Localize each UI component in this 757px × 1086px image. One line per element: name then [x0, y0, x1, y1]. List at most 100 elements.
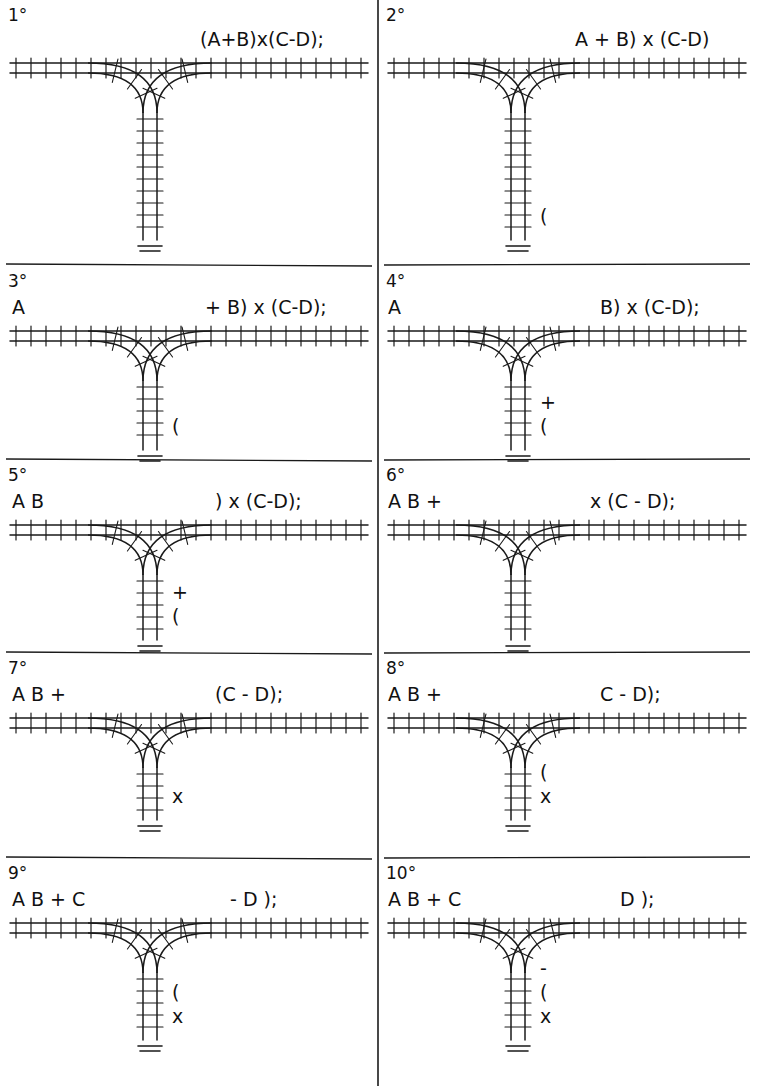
rail-tie [225, 520, 226, 540]
rail-tie [663, 918, 664, 938]
rail-tie [137, 773, 163, 774]
rail-tie [127, 930, 141, 949]
rail-tie [137, 190, 163, 191]
rail-tie [438, 520, 439, 540]
buffer-stop [506, 825, 530, 827]
rail-tie [505, 1002, 531, 1003]
rail-tie [360, 520, 361, 540]
rail-tie [137, 178, 163, 179]
buffer-stop [140, 250, 160, 252]
rail-tie [255, 58, 256, 78]
spur-rail [142, 113, 144, 240]
curve-rail [88, 525, 157, 575]
rail-tie [693, 713, 694, 733]
main-rail [10, 534, 368, 536]
rail-tie [588, 520, 589, 540]
rail-tie [513, 326, 514, 346]
rail-tie [393, 520, 394, 540]
buffer-stop [140, 650, 160, 652]
rail-tie [158, 532, 172, 551]
rail-tie [120, 918, 121, 938]
rail-tie [240, 58, 241, 78]
panel-number: 3° [8, 270, 27, 292]
rail-tie [150, 58, 151, 78]
buffer-stop [138, 245, 162, 247]
rail-tie [526, 338, 540, 357]
rail-tie [285, 326, 286, 346]
stack-token: ( [540, 415, 547, 437]
rail-tie [498, 326, 499, 346]
rail-tie [393, 58, 394, 78]
rail-tie [423, 326, 424, 346]
rail-tie [468, 326, 469, 346]
rail-tie [165, 520, 166, 540]
rail-tie [505, 773, 531, 774]
rail-tie [15, 58, 16, 78]
rail-tie [505, 142, 531, 143]
rail-tie [270, 918, 271, 938]
rail-tie [143, 550, 165, 560]
rail-tie [480, 919, 486, 942]
curve-rail [88, 331, 157, 381]
rail-tie [143, 948, 165, 958]
rail-tie [255, 918, 256, 938]
rail-tie [573, 918, 574, 938]
rail-tie [408, 326, 409, 346]
rail-tie [708, 713, 709, 733]
rail-tie [393, 326, 394, 346]
rail-tie [393, 713, 394, 733]
main-rail [10, 330, 368, 332]
rail-tie [526, 532, 540, 551]
rail-tie [495, 930, 509, 949]
rail-tie [45, 326, 46, 346]
panel-number: 1° [8, 4, 27, 26]
rail-tie [180, 918, 181, 938]
rail-tie [127, 338, 141, 357]
stack-token: ( [540, 205, 547, 227]
rail-tie [15, 520, 16, 540]
rail-tie [90, 918, 91, 938]
main-rail [10, 922, 368, 924]
rail-tie [526, 725, 540, 744]
rail-tie [210, 58, 211, 78]
rail-tie [60, 58, 61, 78]
spur-rail [156, 768, 158, 820]
spur-rail [510, 973, 512, 1040]
stack-token: + [540, 391, 556, 413]
rail-tie [511, 948, 533, 958]
rail-tie [60, 918, 61, 938]
output-token: A B + C [388, 888, 461, 910]
rail-tie [588, 58, 589, 78]
rail-tie [550, 59, 556, 82]
main-rail [10, 717, 368, 719]
curve-rail [511, 718, 580, 768]
spur-rail [524, 381, 526, 450]
rail-tie [285, 713, 286, 733]
rail-tie [120, 326, 121, 346]
rail-tie [137, 978, 163, 979]
rail-tie [30, 58, 31, 78]
curve-rail [511, 63, 580, 113]
rail-tie [137, 410, 163, 411]
buffer-stop [508, 250, 528, 252]
rail-tie [137, 118, 163, 119]
spur-rail [510, 113, 512, 240]
rail-tie [723, 58, 724, 78]
stack-token: x [172, 1005, 183, 1027]
rail-tie [315, 58, 316, 78]
rail-tie [505, 166, 531, 167]
rail-tie [511, 88, 533, 98]
rail-tie [182, 919, 188, 942]
stack-token: - [540, 957, 547, 979]
rail-tie [505, 214, 531, 215]
curve-rail [511, 331, 580, 381]
rail-tie [15, 326, 16, 346]
buffer-stop [506, 1045, 530, 1047]
input-expression: + B) x (C-D); [205, 296, 327, 318]
panel-divider [6, 857, 372, 859]
rail-tie [30, 713, 31, 733]
main-rail [10, 524, 368, 526]
rail-tie [526, 930, 540, 949]
rail-tie [603, 326, 604, 346]
rail-tie [45, 713, 46, 733]
